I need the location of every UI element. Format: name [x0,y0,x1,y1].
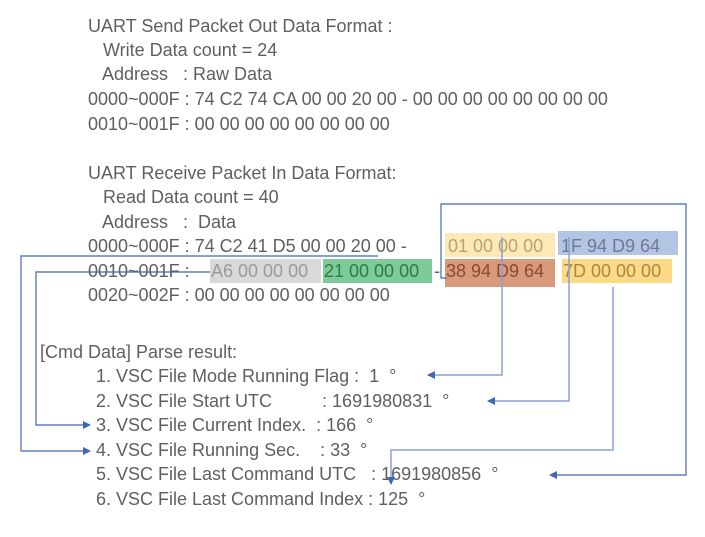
receive-count: Read Data count = 40 [88,187,279,207]
receive-last-cmd-index-bytes: 7D 00 00 00 [563,261,662,281]
send-row-1: 0010~001F : 00 00 00 00 00 00 00 00 [88,114,390,134]
receive-last-cmd-utc-bytes: 38 94 D9 64 [446,261,545,281]
receive-row-2: 0020~002F : 00 00 00 00 00 00 00 00 [88,285,390,305]
send-title: UART Send Packet Out Data Format : [88,16,393,36]
receive-running-sec-bytes: 21 00 00 00 [324,261,420,281]
receive-header: Address : Data [88,212,237,232]
receive-start-utc-bytes: 1F 94 D9 64 [561,236,661,256]
receive-row-0-prefix: 0000~000F : 74 C2 41 D5 00 00 20 00 - [88,236,407,256]
parse-item-running-sec: 4. VSC File Running Sec. : 33 ° [96,440,368,460]
send-count: Write Data count = 24 [88,40,278,60]
receive-running-flag-bytes: 01 00 00 00 [448,236,544,256]
parse-item-current-index: 3. VSC File Current Index. : 166 ° [96,415,374,435]
parse-item-last-cmd-index: 6. VSC File Last Command Index : 125 ° [96,489,426,509]
send-row-0: 0000~000F : 74 C2 74 CA 00 00 20 00 - 00… [88,89,608,109]
receive-row-1-dash: - [434,261,440,281]
receive-row-1-prefix: 0010~001F : [88,261,190,281]
parse-item-start-utc: 2. VSC File Start UTC : 1691980831 ° [96,391,450,411]
parse-item-running-flag: 1. VSC File Mode Running Flag : 1 ° [96,366,397,386]
send-header: Address : Raw Data [88,64,273,84]
connector-last-cmd-index [387,287,614,485]
parse-title: [Cmd Data] Parse result: [40,342,238,362]
receive-title: UART Receive Packet In Data Format: [88,163,397,183]
receive-current-index-bytes: A6 00 00 00 [211,261,309,281]
parse-item-last-cmd-utc: 5. VSC File Last Command UTC : 169198085… [96,464,499,484]
